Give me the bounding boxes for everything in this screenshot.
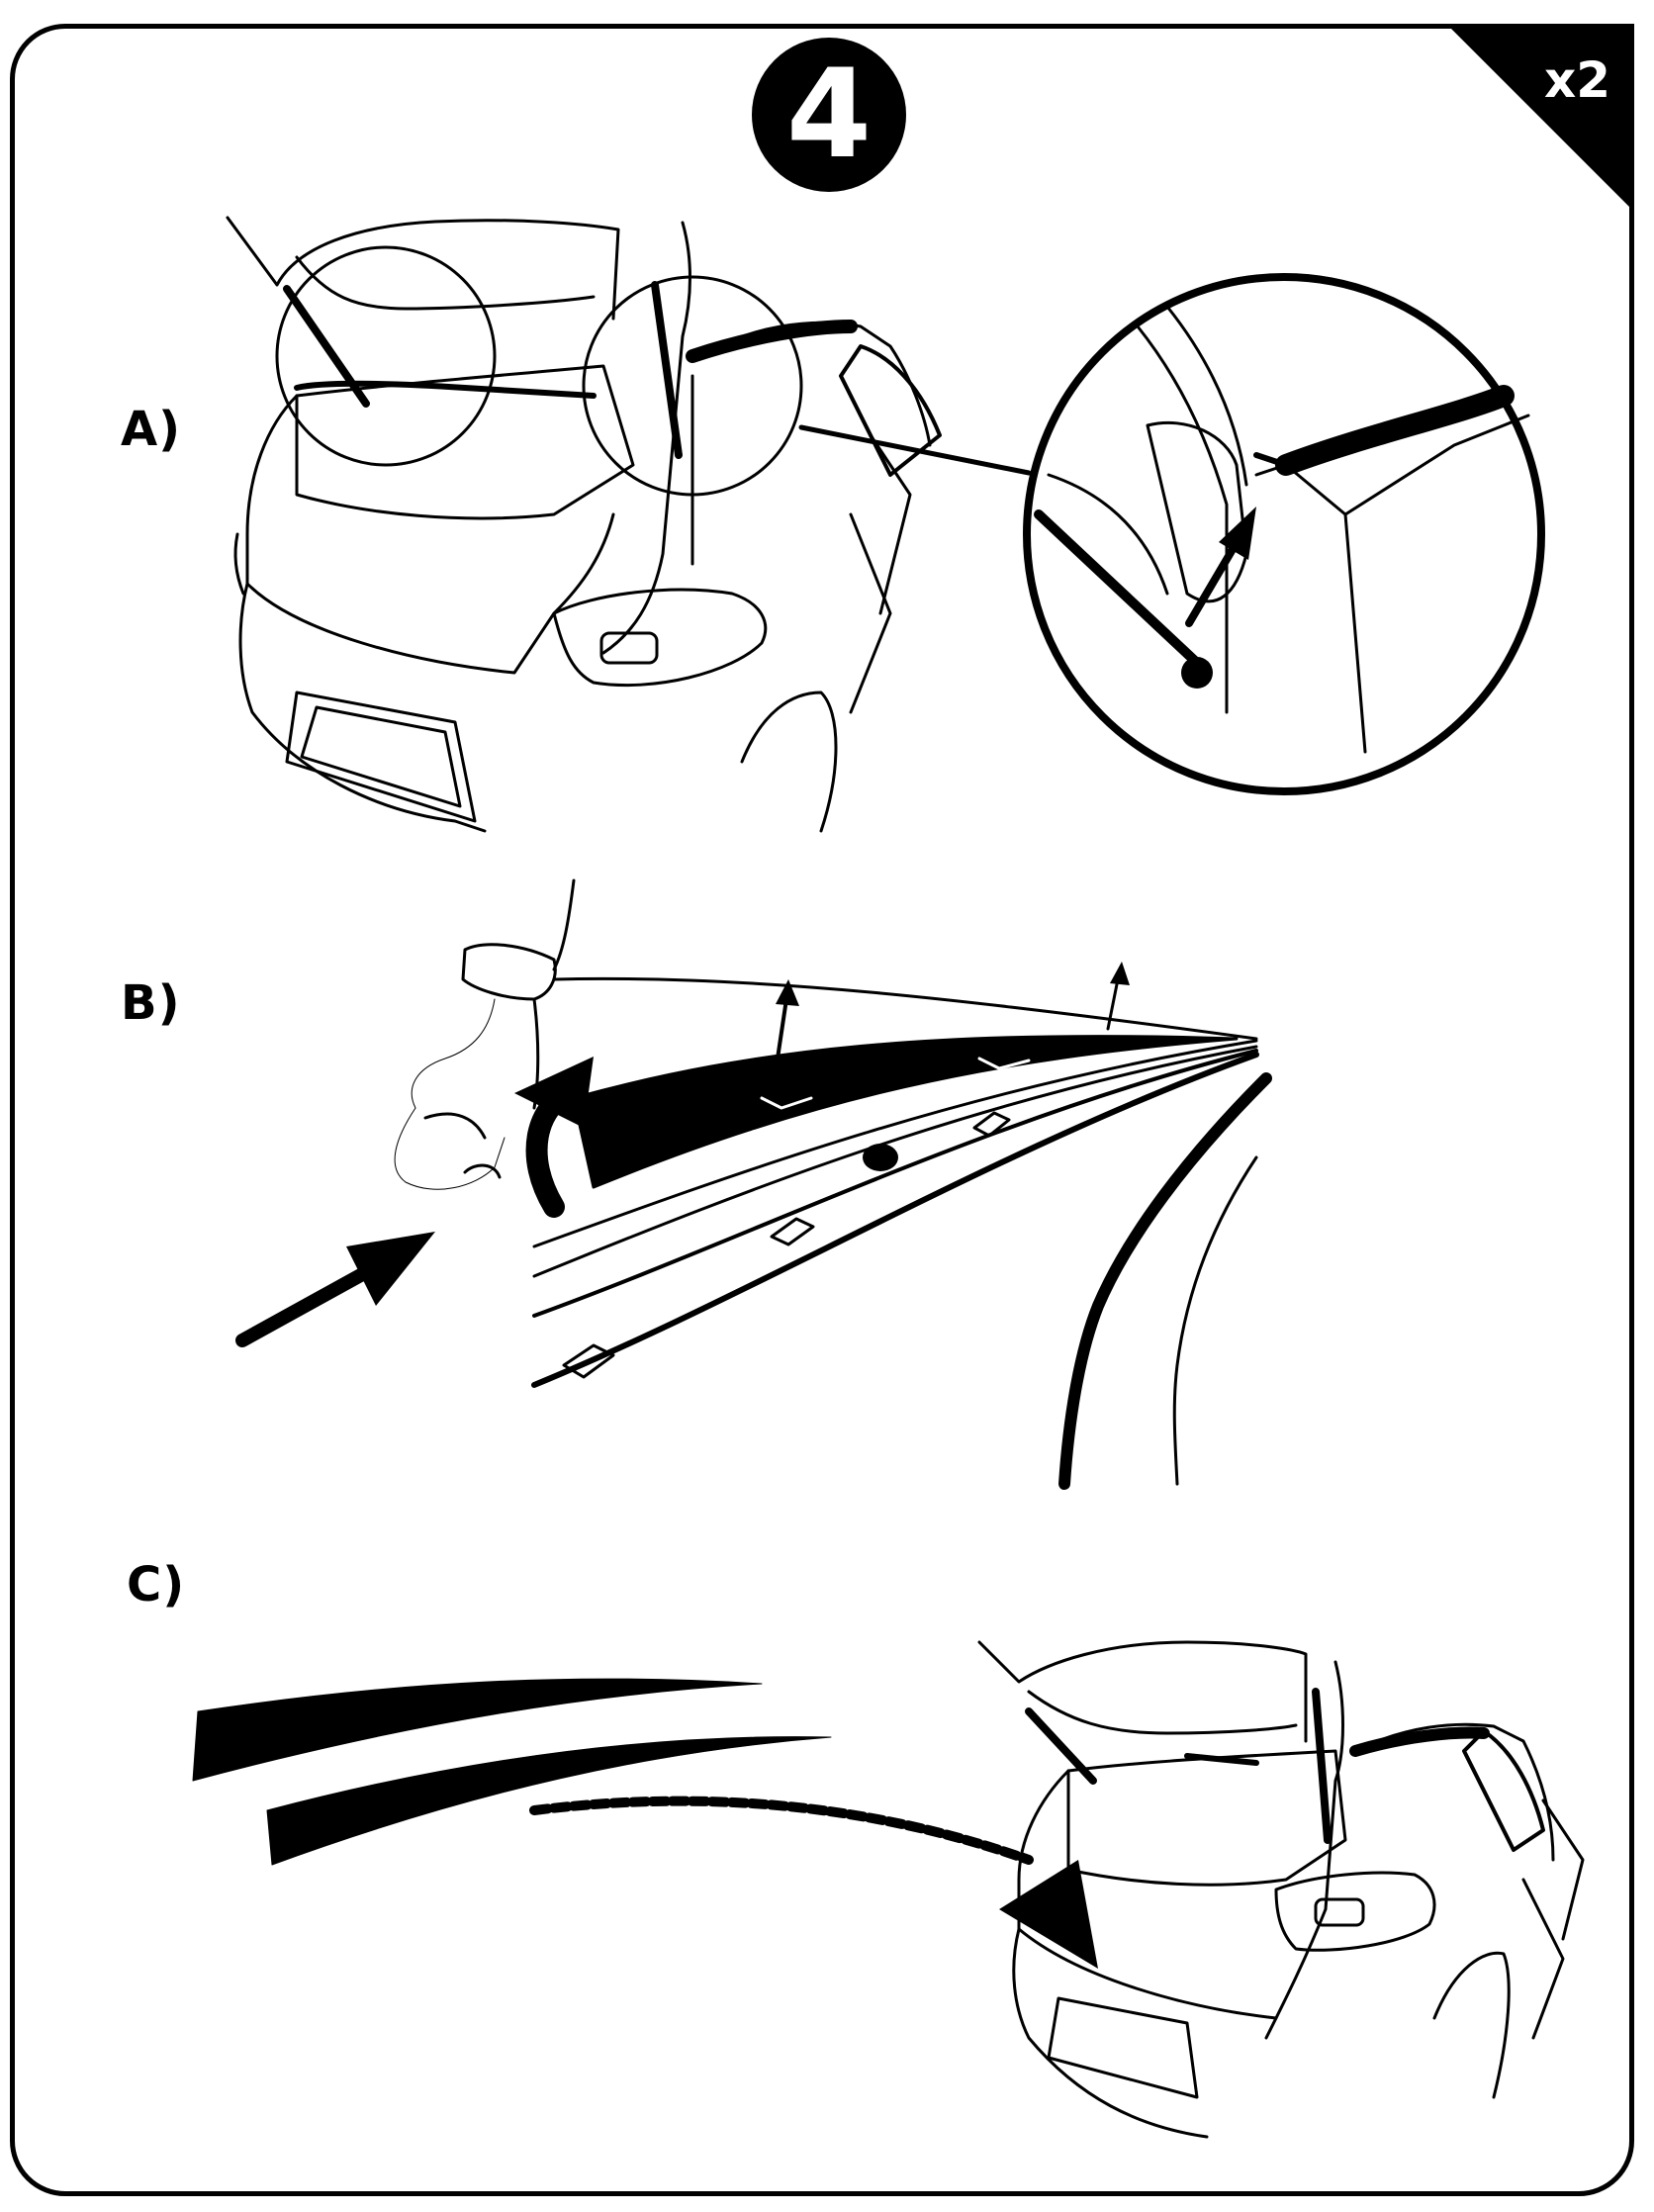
- quantity-label: x2: [1543, 51, 1610, 109]
- section-a-car-rear-illustration: [226, 216, 1032, 833]
- section-a-label: A): [121, 402, 182, 457]
- quantity-corner-icon: [1446, 24, 1634, 212]
- section-c-spoiler-parts-illustration: [192, 1678, 1098, 1969]
- step-number: 4: [785, 44, 873, 186]
- instruction-frame: [10, 24, 1634, 2196]
- section-b-label: B): [121, 975, 181, 1031]
- step-number-badge: 4: [752, 38, 906, 192]
- section-c-label: C): [127, 1557, 186, 1613]
- section-a-detail-magnifier: [1023, 273, 1545, 795]
- section-c-car-rear-illustration: [977, 1640, 1585, 2139]
- section-b-spoiler-install-illustration: [235, 878, 1272, 1490]
